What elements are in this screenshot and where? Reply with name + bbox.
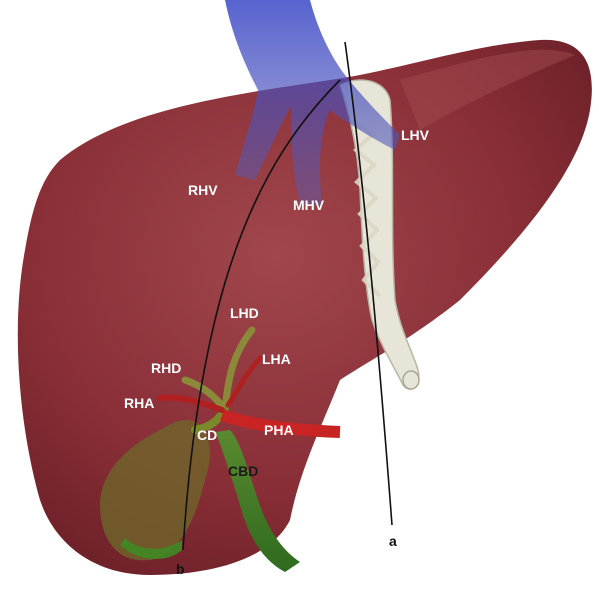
- label-lhv: LHV: [401, 127, 430, 143]
- label-rhv: RHV: [188, 182, 218, 198]
- label-rhd: RHD: [151, 360, 181, 376]
- label-lhd: LHD: [230, 305, 259, 321]
- label-cd: CD: [197, 427, 217, 443]
- label-rha: RHA: [124, 395, 154, 411]
- ligamentum-teres-end: [403, 371, 419, 389]
- label-line-b: b: [176, 561, 185, 577]
- label-mhv: MHV: [293, 197, 325, 213]
- label-cbd: CBD: [228, 463, 258, 479]
- label-line-a: a: [389, 533, 397, 549]
- label-pha: PHA: [264, 422, 294, 438]
- label-lha: LHA: [262, 351, 291, 367]
